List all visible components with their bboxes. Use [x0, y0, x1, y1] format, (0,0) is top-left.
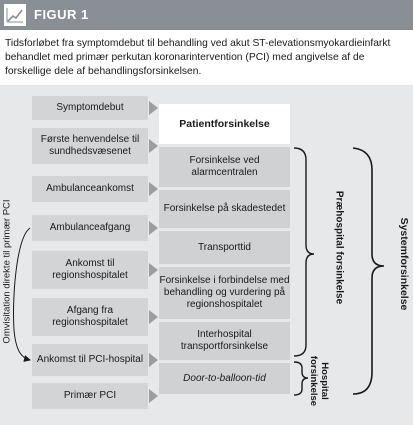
- delay-alarm-center: Forsinkelse ved alarmcentralen: [159, 147, 290, 187]
- delay-regional-hospital: Forsinkelse i forbindelse med behandling…: [159, 267, 290, 319]
- step-regional-arrival: Ankomst til regionshospitalet: [32, 251, 148, 289]
- step-primary-pci: Primær PCI: [32, 383, 148, 409]
- step-pci-arrival: Ankomst til PCI-hospital: [32, 344, 148, 376]
- bypass-label: Omvisitation direkte til primær PCI: [1, 199, 13, 344]
- line-chart-icon: [4, 4, 26, 26]
- delay-scene: Forsinkelse på skadestedet: [159, 190, 290, 228]
- arrow-right-icon: [149, 310, 158, 324]
- delay-door-to-balloon: Door-to-balloon-tid: [159, 363, 290, 394]
- step-ambulance-departure: Ambulanceafgang: [32, 215, 148, 241]
- arrow-right-icon: [149, 353, 158, 367]
- delay-interhospital-transport: Interhospital transportforsinkelse: [159, 322, 290, 360]
- arrow-right-icon: [149, 182, 158, 196]
- hospital-label: Hospital forsinkelse: [308, 355, 330, 407]
- prehospital-label: Præhospital forsinkelse: [333, 190, 345, 305]
- step-regional-departure: Afgang fra regionshospitalet: [32, 298, 148, 336]
- arrow-right-icon: [149, 221, 158, 235]
- figure-label: FIGUR 1: [34, 7, 89, 22]
- figure-header: FIGUR 1: [0, 0, 413, 30]
- hospital-brace: [293, 361, 309, 396]
- system-brace: [352, 147, 385, 395]
- figure-caption: Tidsforløbet fra symptomdebut til behand…: [5, 38, 391, 77]
- step-ambulance-arrival: Ambulanceankomst: [32, 176, 148, 202]
- bypass-arrow: [13, 227, 31, 362]
- patient-delay-header: Patientforsinkelse: [159, 104, 290, 144]
- arrow-right-icon: [149, 389, 158, 403]
- arrow-right-icon: [149, 263, 158, 277]
- arrow-right-icon: [149, 101, 158, 115]
- step-symptom-onset: Symptomdebut: [32, 96, 148, 120]
- prehospital-brace: [293, 147, 315, 357]
- delay-transport: Transporttid: [159, 231, 290, 264]
- step-first-contact: Første henvendelse til sundhedsvæsenet: [32, 128, 148, 164]
- arrow-right-icon: [149, 139, 158, 153]
- system-label: Systemforsinkelse: [398, 217, 410, 311]
